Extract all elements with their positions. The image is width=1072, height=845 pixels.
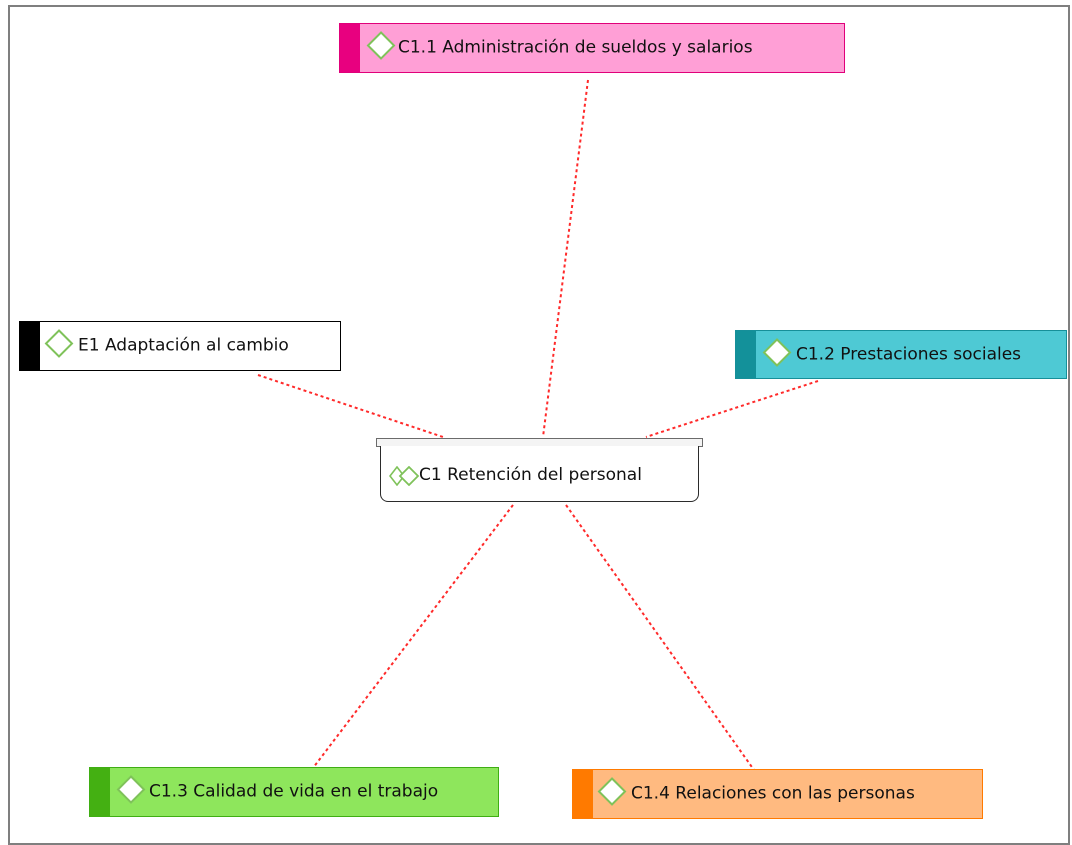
diamond-icon bbox=[366, 31, 396, 66]
node-accent-strip bbox=[736, 331, 756, 378]
diagram-canvas: C1.1 Administración de sueldos y salario… bbox=[8, 5, 1070, 845]
node-label: C1.3 Calidad de vida en el trabajo bbox=[149, 781, 439, 802]
node-label: C1 Retención del personal bbox=[419, 465, 642, 485]
node-c11-administracion[interactable]: C1.1 Administración de sueldos y salario… bbox=[339, 23, 845, 73]
node-label: C1.1 Administración de sueldos y salario… bbox=[398, 37, 753, 58]
node-accent-strip bbox=[90, 768, 110, 816]
node-accent-strip bbox=[340, 24, 360, 72]
node-c13-calidad-vida[interactable]: C1.3 Calidad de vida en el trabajo bbox=[89, 767, 499, 817]
node-accent-strip bbox=[20, 322, 40, 370]
node-label: C1.2 Prestaciones sociales bbox=[796, 344, 1022, 364]
node-e1-adaptacion[interactable]: E1 Adaptación al cambio bbox=[19, 321, 341, 371]
diamond-icon bbox=[116, 775, 146, 810]
node-c12-prestaciones[interactable]: C1.2 Prestaciones sociales bbox=[735, 330, 1067, 379]
double-diamond-icon bbox=[388, 465, 423, 490]
node-label: C1.4 Relaciones con las personas bbox=[631, 783, 915, 804]
node-accent-strip bbox=[573, 770, 593, 818]
diamond-icon bbox=[44, 329, 74, 364]
node-c14-relaciones[interactable]: C1.4 Relaciones con las personas bbox=[572, 769, 983, 819]
diamond-icon bbox=[762, 337, 792, 372]
diamond-icon bbox=[597, 777, 627, 812]
node-c1-retencion[interactable]: C1 Retención del personal bbox=[380, 446, 699, 502]
canvas-frame bbox=[8, 5, 1070, 845]
node-label: E1 Adaptación al cambio bbox=[78, 335, 289, 356]
